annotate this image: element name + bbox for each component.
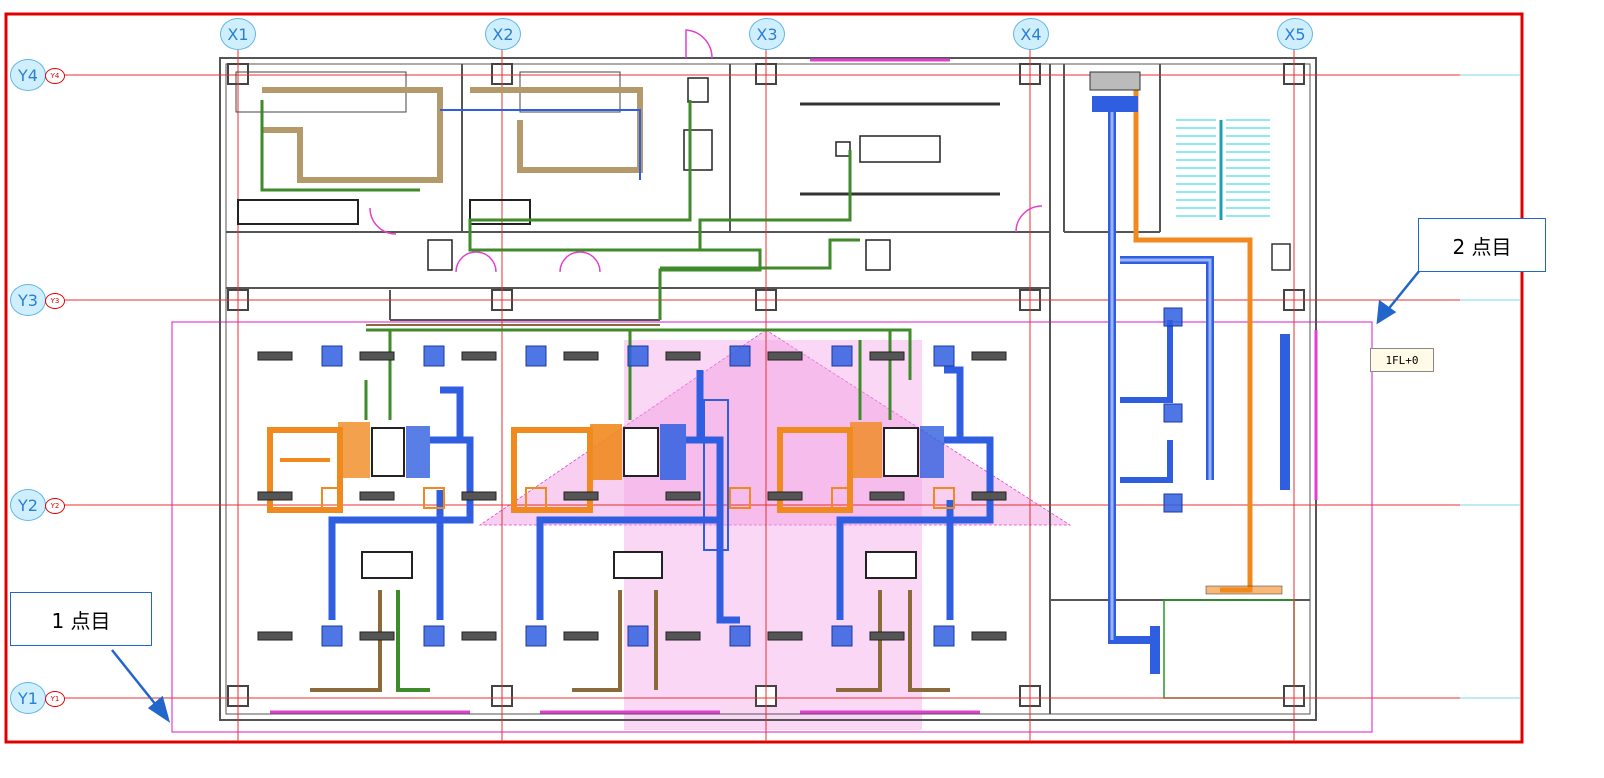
grid-column-bubble-x3: X3 — [749, 18, 785, 50]
grid-row-tag-label: Y4 — [50, 72, 60, 80]
grid-column-label: X2 — [492, 24, 514, 44]
grid-column-label: X3 — [756, 24, 778, 44]
grid-row-label: Y2 — [18, 495, 38, 515]
grid-row-tag-label: Y2 — [50, 502, 60, 510]
grid-row-label: Y3 — [18, 290, 38, 310]
grid-row-bubble-y2: Y2 — [10, 489, 46, 521]
grid-row-tag-y3: Y3 — [45, 293, 65, 309]
callout-point-1-label: 1 点目 — [51, 608, 111, 633]
grid-column-bubble-x5: X5 — [1277, 18, 1313, 50]
upper-right-room — [427, 102, 1000, 271]
grid-column-bubble-x1: X1 — [220, 18, 256, 50]
grid-line-extensions — [1460, 74, 1520, 699]
grid-lines — [64, 48, 1520, 742]
grid-row-tag-label: Y3 — [50, 297, 60, 305]
grid-row-tag-y2: Y2 — [45, 498, 65, 514]
air-handling-unit-2 — [511, 330, 740, 692]
grid-column-label: X5 — [1284, 24, 1306, 44]
chilled-water-header — [366, 328, 912, 380]
staircase — [1176, 119, 1270, 220]
air-handling-unit-3 — [777, 330, 994, 692]
grid-column-bubble-x2: X2 — [485, 18, 521, 50]
level-label-text: 1FL+0 — [1385, 353, 1419, 367]
grid-column-bubble-x4: X4 — [1013, 18, 1049, 50]
air-diffusers — [321, 307, 1183, 647]
grid-row-bubble-y4: Y4 — [10, 59, 46, 91]
right-ductwork — [1089, 71, 1291, 674]
callout-point-2-label: 2 点目 — [1452, 234, 1512, 259]
grid-column-label: X4 — [1020, 24, 1042, 44]
area-boundary — [171, 321, 1373, 733]
grid-row-bubble-y3: Y3 — [10, 284, 46, 316]
return-grilles — [321, 487, 955, 509]
grid-column-label: X1 — [227, 24, 249, 44]
grid-row-label: Y4 — [18, 65, 38, 85]
grid-row-tag-label: Y1 — [50, 695, 60, 703]
door-swings — [270, 29, 1318, 714]
level-label: 1FL+0 — [1370, 348, 1434, 372]
callout-leaders — [111, 269, 1421, 723]
light-fixtures — [257, 351, 1007, 641]
upper-mechanical-equipment — [235, 71, 762, 320]
air-handling-unit-1 — [267, 330, 474, 692]
grid-row-tag-y4: Y4 — [45, 68, 65, 84]
grid-row-bubble-y1: Y1 — [10, 682, 46, 714]
grid-row-label: Y1 — [18, 688, 38, 708]
grid-row-tag-y1: Y1 — [45, 691, 65, 707]
callout-point-2: 2 点目 — [1418, 218, 1546, 272]
callout-point-1: 1 点目 — [10, 592, 152, 646]
